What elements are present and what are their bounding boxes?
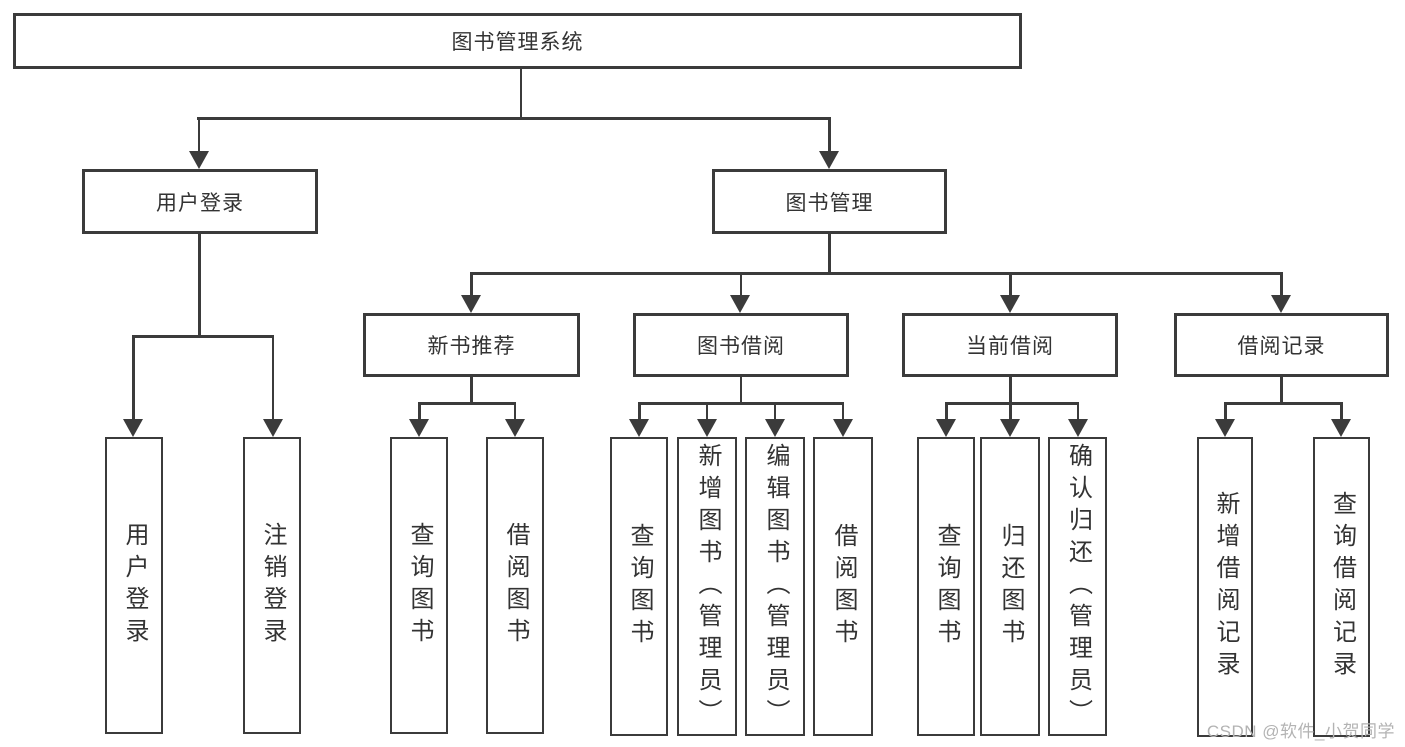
node-label: 查询借阅记录 bbox=[1328, 491, 1356, 683]
leaf-confirm-return-admin: 确认归还（管理员） bbox=[1048, 437, 1107, 736]
node-current-borrowing: 当前借阅 bbox=[902, 313, 1118, 377]
connector-line bbox=[519, 69, 522, 118]
node-label: 编辑图书（管理员） bbox=[762, 442, 789, 731]
leaf-add-borrow-record: 新增借阅记录 bbox=[1197, 437, 1253, 737]
connector-line bbox=[198, 234, 201, 337]
node-library-management-system: 图书管理系统 bbox=[13, 13, 1022, 69]
arrow-down-icon bbox=[263, 419, 283, 437]
connector-line bbox=[828, 117, 831, 155]
connector-line bbox=[418, 402, 516, 405]
connector-line bbox=[1340, 402, 1343, 425]
node-label: 注销登录 bbox=[259, 521, 286, 650]
connector-line bbox=[470, 377, 473, 404]
leaf-user-login: 用户登录 bbox=[105, 437, 163, 734]
node-label: 用户登录 bbox=[156, 191, 244, 215]
connector-line bbox=[470, 272, 1282, 275]
node-label: 查询图书 bbox=[406, 521, 433, 650]
connector-line bbox=[132, 335, 135, 423]
node-label: 新增借阅记录 bbox=[1212, 491, 1239, 683]
connector-line bbox=[271, 335, 274, 423]
connector-line bbox=[1009, 402, 1012, 425]
connector-line bbox=[945, 402, 948, 425]
connector-line bbox=[739, 272, 742, 299]
arrow-down-icon bbox=[1331, 419, 1351, 437]
connector-line bbox=[773, 402, 776, 425]
arrow-down-icon bbox=[461, 295, 481, 313]
leaf-query-books-current: 查询图书 bbox=[917, 437, 975, 736]
connector-line bbox=[1076, 402, 1079, 425]
connector-line bbox=[418, 402, 421, 425]
arrow-down-icon bbox=[629, 419, 649, 437]
connector-line bbox=[739, 377, 742, 404]
connector-line bbox=[1280, 272, 1283, 299]
arrow-down-icon bbox=[936, 419, 956, 437]
connector-line bbox=[841, 402, 844, 425]
csdn-watermark: CSDN @软件_小贺同学 bbox=[1206, 722, 1395, 741]
leaf-query-books-recommend: 查询图书 bbox=[390, 437, 448, 734]
node-book-borrowing: 图书借阅 bbox=[633, 313, 849, 377]
connector-line bbox=[1009, 272, 1012, 299]
connector-line bbox=[513, 402, 516, 425]
connector-line bbox=[828, 234, 831, 273]
node-label: 借阅记录 bbox=[1237, 335, 1326, 358]
connector-line bbox=[638, 402, 844, 405]
connector-line bbox=[638, 402, 641, 425]
connector-line bbox=[1009, 377, 1012, 404]
leaf-return-books: 归还图书 bbox=[980, 437, 1040, 736]
connector-line bbox=[132, 335, 274, 338]
arrow-down-icon bbox=[819, 151, 839, 169]
leaf-add-books-admin: 新增图书（管理员） bbox=[677, 437, 737, 736]
arrow-down-icon bbox=[505, 419, 525, 437]
connector-line bbox=[470, 272, 473, 299]
node-label: 新增图书（管理员） bbox=[694, 442, 721, 731]
connector-line bbox=[705, 402, 708, 425]
arrow-down-icon bbox=[189, 151, 209, 169]
node-label: 图书借阅 bbox=[697, 335, 785, 358]
arrow-down-icon bbox=[833, 419, 853, 437]
node-label: 归还图书 bbox=[997, 522, 1024, 651]
arrow-down-icon bbox=[1068, 419, 1088, 437]
arrow-down-icon bbox=[730, 295, 750, 313]
leaf-borrow-books-recommend: 借阅图书 bbox=[486, 437, 544, 734]
connector-line bbox=[1224, 402, 1227, 425]
node-label: 新书推荐 bbox=[427, 335, 516, 358]
node-book-management: 图书管理 bbox=[712, 169, 947, 234]
arrow-down-icon bbox=[765, 419, 785, 437]
connector-line bbox=[197, 117, 830, 120]
connector-line bbox=[945, 402, 1079, 405]
connector-line bbox=[1224, 402, 1343, 405]
arrow-down-icon bbox=[1000, 295, 1020, 313]
node-new-book-recommendation: 新书推荐 bbox=[363, 313, 580, 377]
node-label: 用户登录 bbox=[121, 521, 148, 650]
leaf-edit-books-admin: 编辑图书（管理员） bbox=[745, 437, 805, 736]
arrow-down-icon bbox=[1215, 419, 1235, 437]
connector-line bbox=[197, 117, 200, 155]
leaf-logout: 注销登录 bbox=[243, 437, 301, 734]
leaf-query-books-borrowing: 查询图书 bbox=[610, 437, 668, 736]
leaf-query-borrow-record: 查询借阅记录 bbox=[1313, 437, 1370, 737]
node-label: 当前借阅 bbox=[966, 335, 1054, 358]
arrow-down-icon bbox=[697, 419, 717, 437]
arrow-down-icon bbox=[1000, 419, 1020, 437]
node-label: 查询图书 bbox=[626, 522, 653, 651]
node-borrowing-records: 借阅记录 bbox=[1174, 313, 1389, 377]
node-label: 借阅图书 bbox=[502, 521, 529, 650]
arrow-down-icon bbox=[409, 419, 429, 437]
node-label: 借阅图书 bbox=[830, 522, 857, 651]
arrow-down-icon bbox=[123, 419, 143, 437]
node-user-login: 用户登录 bbox=[82, 169, 318, 234]
node-label: 确认归还（管理员） bbox=[1064, 442, 1092, 731]
node-label: 图书管理系统 bbox=[451, 31, 584, 54]
node-label: 查询图书 bbox=[933, 522, 960, 651]
connector-line bbox=[1280, 377, 1283, 404]
leaf-borrow-books: 借阅图书 bbox=[813, 437, 873, 736]
node-label: 图书管理 bbox=[785, 191, 874, 215]
arrow-down-icon bbox=[1271, 295, 1291, 313]
